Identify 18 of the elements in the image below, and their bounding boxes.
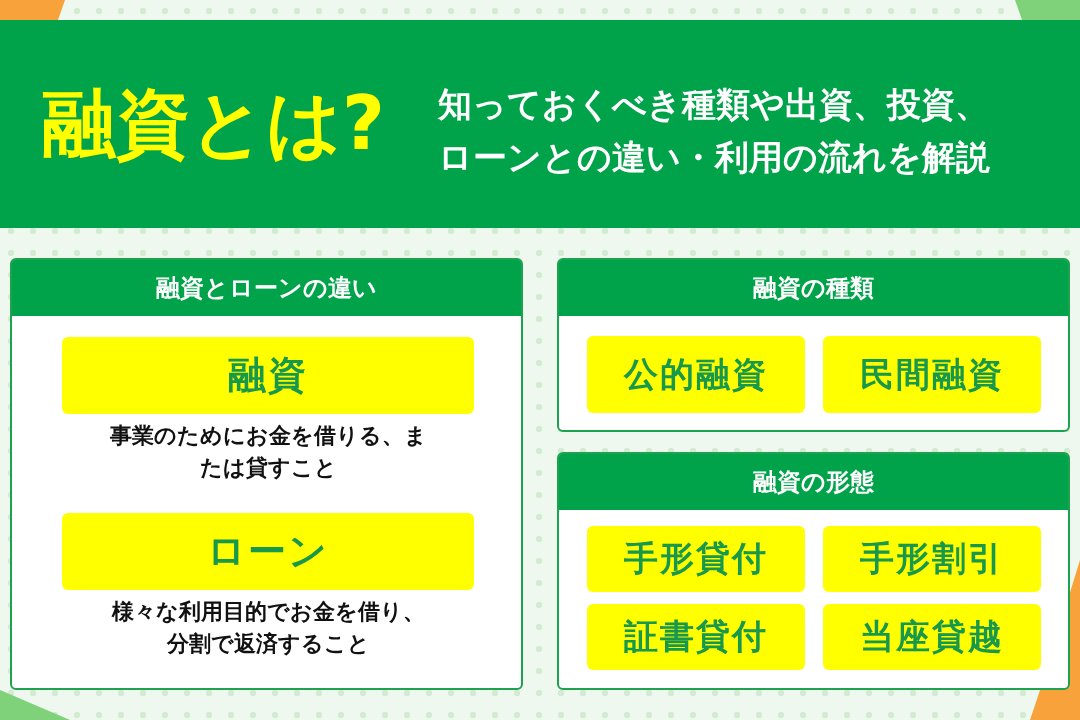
term-box: 手形貸付 xyxy=(587,526,805,592)
title: 融資とは? xyxy=(42,79,385,168)
term-box: ローン xyxy=(62,513,474,590)
panel-heading: 融資の種類 xyxy=(559,260,1068,316)
term-box: 手形割引 xyxy=(823,526,1041,592)
description-text: 事業のためにお金を借りる、または貸すこと xyxy=(108,422,428,482)
panel-card xyxy=(557,258,1070,432)
term-box: 証書貸付 xyxy=(587,604,805,670)
panel-card xyxy=(10,258,523,690)
term-box: 当座貸越 xyxy=(823,604,1041,670)
term-box: 融資 xyxy=(62,337,474,414)
term-box: 公的融資 xyxy=(587,336,805,413)
panel-heading: 融資の形態 xyxy=(559,454,1068,510)
term-box: 民間融資 xyxy=(823,336,1041,413)
panel-card xyxy=(557,452,1070,690)
description-text: 様々な利用目的でお金を借り、分割で返済すること xyxy=(110,598,426,658)
panel-heading: 融資とローンの違い xyxy=(12,260,521,316)
subtitle: 知っておくべき種類や出資、投資、ローンとの違い・利用の流れを解説 xyxy=(438,83,991,179)
